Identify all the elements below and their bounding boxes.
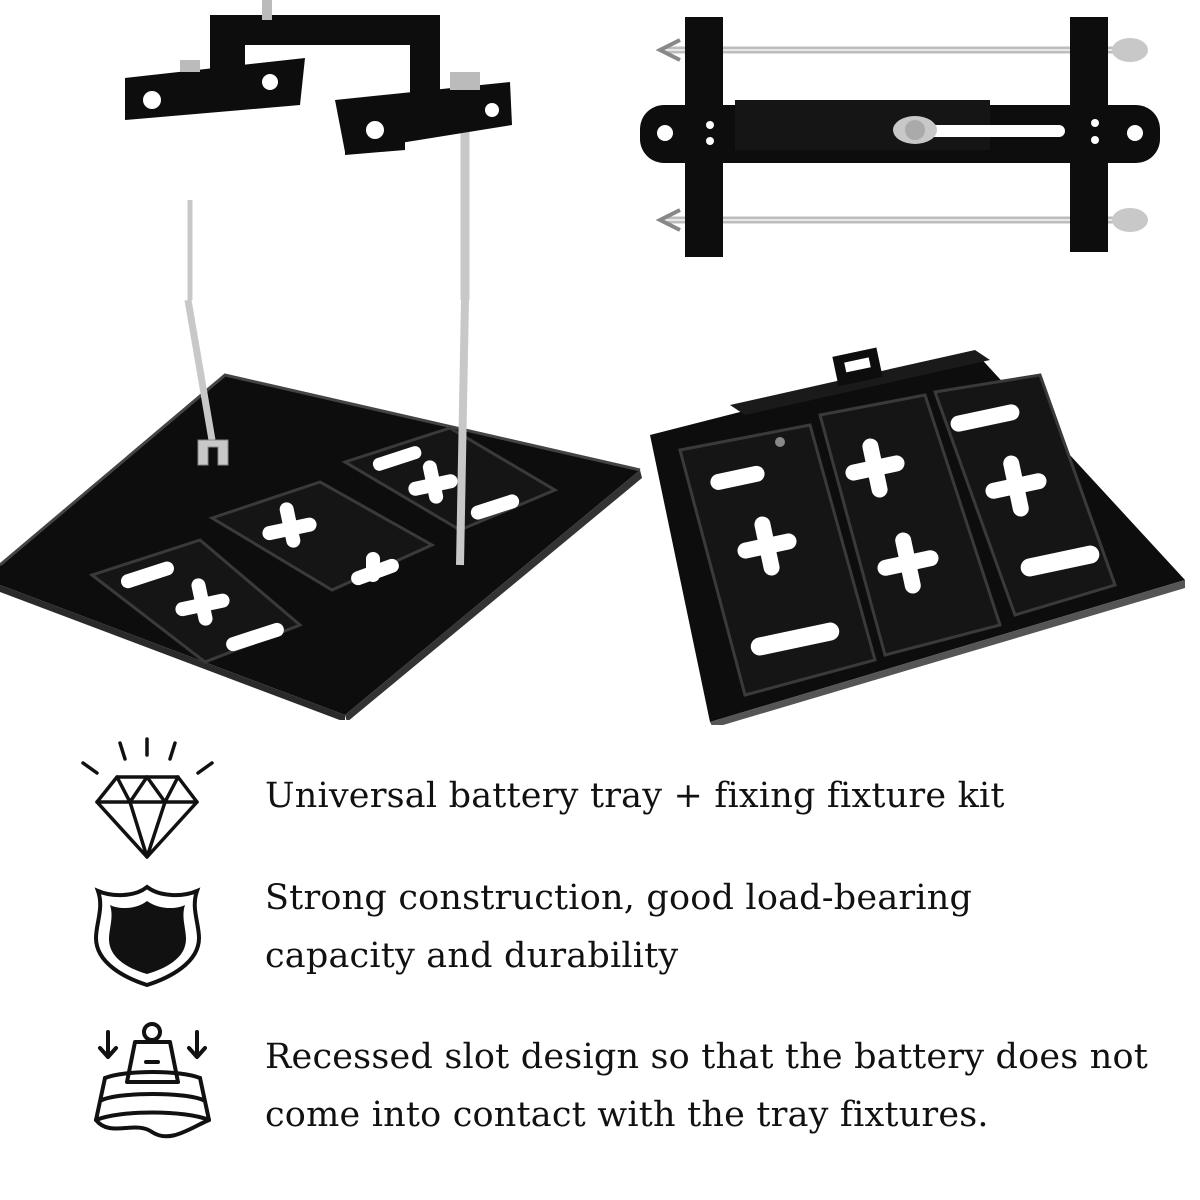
feature-text-recessed: Recessed slot design so that the battery… — [265, 1028, 1185, 1144]
battery-tray-image — [650, 347, 1185, 725]
feature-text-construction-line2: capacity and durability — [265, 936, 679, 976]
weight-icon — [94, 1022, 211, 1139]
bracket-top-view-image — [640, 17, 1160, 257]
diamond-icon — [81, 737, 214, 859]
shield-icon — [93, 884, 202, 988]
feature-text-construction-line1: Strong construction, good load-bearing — [265, 878, 973, 918]
tray-with-bracket-image — [0, 0, 642, 720]
feature-text-recessed-line1: Recessed slot design so that the battery… — [265, 1037, 1149, 1077]
feature-text-recessed-line2: come into contact with the tray fixtures… — [265, 1095, 989, 1135]
feature-text-construction: Strong construction, good load-bearing c… — [265, 869, 1185, 985]
feature-text-universal: Universal battery tray + fixing fixture … — [265, 776, 1005, 816]
